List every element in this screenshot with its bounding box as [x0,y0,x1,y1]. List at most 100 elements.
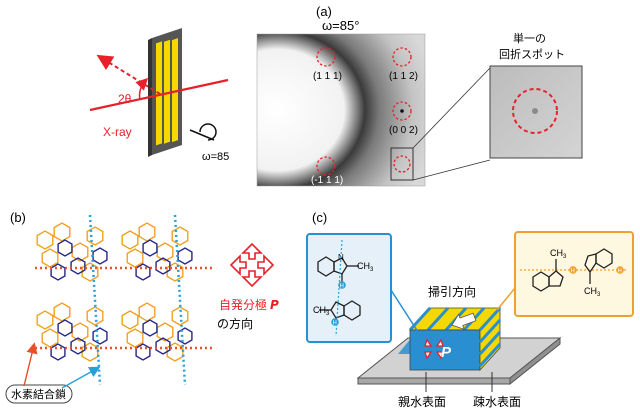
molecule-ring [71,322,89,342]
molecule-ring [86,226,104,246]
molecule-ring [36,230,54,250]
molecule-blue-1-h-label: H [340,284,344,290]
molecule-orange-2-h [616,266,624,274]
block-stripe [478,330,502,356]
two-theta-arc [135,77,149,101]
molecule-ring [81,262,99,282]
two-theta-label: 2θ [118,92,132,106]
molecule-orange-2 [584,248,613,284]
omega-small-label: ω=85 [202,151,229,163]
hbond-label: 水素結合鎖 [11,387,66,401]
molecule-ring [155,257,171,275]
molecule-blue-2 [319,300,361,321]
spot-circle-zoom [393,155,411,173]
xray-beam [89,78,229,112]
molecule-orange-1-h-label: H [571,269,575,275]
molecule-ring [86,306,104,326]
sweep-arrow [451,312,477,330]
molecule-ring [166,262,184,282]
hbond-arrow-cyan [61,366,101,389]
molecule-ring [166,342,184,362]
blue-box-connector [390,289,419,333]
molecule-blue-1-ch3: CH3 [357,261,374,273]
molecule-ring [126,328,144,348]
molecule-ring [135,343,151,361]
blue-hbond-line [335,239,343,337]
rotation-axis [189,129,215,141]
crystal-block [408,306,502,372]
molecule-ring [53,302,71,322]
molecule-ring [121,230,139,250]
molecule-ring [135,263,151,281]
hbond-dash [173,214,187,386]
zoom-connector-bottom [412,159,491,181]
molecule-ring [57,239,73,257]
molecule-ring [50,343,66,361]
spot-dot-002 [400,109,404,113]
spot-circle-m111 [316,156,336,176]
molecule-ring [92,247,108,265]
molecule-ring [81,342,99,362]
molecule-ring [50,263,66,281]
hbond-dash [88,214,102,386]
spot-label-m111: (-1 1 1) [311,175,343,186]
xray-label: X-ray [103,125,132,139]
block-stripe [478,318,502,344]
diffraction-image [256,33,426,187]
hydrophobic-label: 疎水表面 [473,395,521,409]
spot-circle-002 [392,101,412,121]
molecule-orange-1-h [569,266,577,274]
orange-box-connector [496,287,516,311]
molecule-ring [171,306,189,326]
zoom-box [390,147,414,181]
spot-circle-111 [316,47,336,67]
block-stripe [426,306,450,332]
molecule-box-blue [306,233,392,343]
molecule-ring [41,248,59,268]
inset-title-1: 単一の [513,31,546,45]
molecule-ring [121,310,139,330]
molecule-ring [142,319,158,337]
block-p-symbol: P [441,344,452,361]
molecule-ring [70,257,86,275]
block-stripe [478,342,502,368]
molecule-ring [71,242,89,262]
molecule-ring [156,322,174,342]
zoom-connector-top [412,67,491,149]
molecule-ring [57,319,73,337]
polarization-label-2: の方向 [217,316,253,331]
inset-spot-circle [512,88,558,134]
panel-b-label: (b) [10,210,26,225]
molecule-ring [177,247,193,265]
block-stripe [408,306,432,332]
molecule-ring [138,302,156,322]
molecule-blue-1 [317,256,359,282]
rotation-icon [199,123,217,141]
inset-spot-dot [532,108,538,114]
molecule-orange-2-ch3: CH3 [584,286,601,298]
molecule-orange-1 [532,259,564,292]
molecule-ring [156,242,174,262]
molecule-ring [70,337,86,355]
molecule-orange-2-h-label: H [618,269,622,275]
sample-film [148,28,182,157]
spot-label-002: (0 0 2) [389,125,418,136]
sweep-label: 掃引方向 [428,284,476,299]
spot-label-112: (1 1 2) [389,71,418,82]
molecule-blue-2-ch3: CH3 [313,305,330,317]
polarization-arrows-icon [229,242,275,288]
molecule-blue-2-h-label: H [333,321,337,327]
panel-a-label: (a) [316,4,332,19]
omega-title: ω=85° [322,18,359,33]
crystal-packing [35,214,215,386]
block-polarization-icon [424,338,444,360]
molecule-ring [138,222,156,242]
panel-c-label: (c) [312,210,327,225]
inset-title-2: 回折スポット [499,47,565,61]
hbond-arrow-orange [23,342,38,387]
molecule-ring [126,248,144,268]
molecule-orange-1-ch3: CH3 [550,248,567,260]
molecule-ring [92,327,108,345]
